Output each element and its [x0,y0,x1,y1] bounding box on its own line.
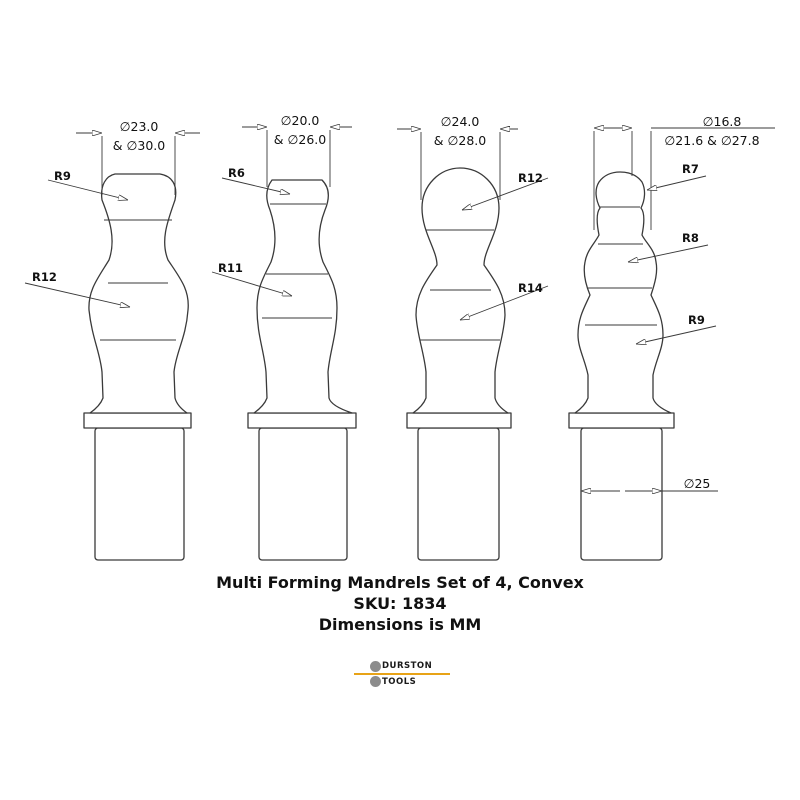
durston-tools-logo: DURSTON TOOLS [354,658,450,690]
mandrel-2-diameter-bottom: & ∅26.0 [274,132,326,147]
mandrel-2-collar [247,412,357,429]
mandrel-1-diameter-bottom: & ∅30.0 [113,138,165,153]
logo-dot-top [370,661,381,672]
mandrel-3-radius-2: R14 [518,281,543,295]
mandrel-3-shank [417,427,500,561]
mandrel-4-radius-3: R9 [688,313,705,327]
mandrel-1-radius-1: R9 [54,169,71,183]
mandrel-3-diameter-bottom: & ∅28.0 [434,133,486,148]
mandrel-2-diameter-top: ∅20.0 [281,113,320,128]
mandrel-1-collar [83,412,192,429]
caption-title: Multi Forming Mandrels Set of 4, Convex [216,573,584,592]
mandrel-1: ∅23.0 & ∅30.0 R9 R12 [24,119,200,561]
mandrel-4: ∅16.8 ∅21.6 & ∅27.8 R7 R8 R9 ∅25 [568,114,775,561]
mandrel-4-radius-1: R7 [682,162,699,176]
logo-text-tools: TOOLS [382,677,417,687]
mandrel-3-diameter-top: ∅24.0 [441,114,480,129]
mandrel-4-radius-2: R8 [682,231,699,245]
mandrel-1-profile [88,173,189,414]
mandrel-4-diameter-top: ∅16.8 [703,114,742,129]
mandrel-2: ∅20.0 & ∅26.0 R6 R11 [211,113,357,561]
mandrel-2-radius-2: R11 [218,261,243,275]
logo-text-durston: DURSTON [382,661,433,671]
mandrel-3-radius-1: R12 [518,171,543,185]
mandrel-1-radius-2: R12 [32,270,57,284]
mandrel-1-shank [94,427,185,561]
caption-sku: SKU: 1834 [353,594,447,613]
mandrel-2-shank [258,427,348,561]
mandrel-2-radius-1: R6 [228,166,245,180]
mandrel-4-shank [580,427,663,561]
mandrel-4-diameter-bottom: ∅21.6 & ∅27.8 [664,133,759,148]
mandrel-2-profile [253,179,353,414]
caption-units: Dimensions is MM [318,615,482,634]
logo-accent-line [354,673,450,675]
mandrel-4-collar [568,412,675,429]
mandrel-4-shank-diameter: ∅25 [684,476,711,491]
mandrel-3-collar [406,412,512,429]
logo-dot-bottom [370,676,381,687]
mandrel-1-diameter-top: ∅23.0 [120,119,159,134]
mandrel-4-profile [574,171,672,414]
mandrel-3: ∅24.0 & ∅28.0 R12 R14 [397,114,549,561]
